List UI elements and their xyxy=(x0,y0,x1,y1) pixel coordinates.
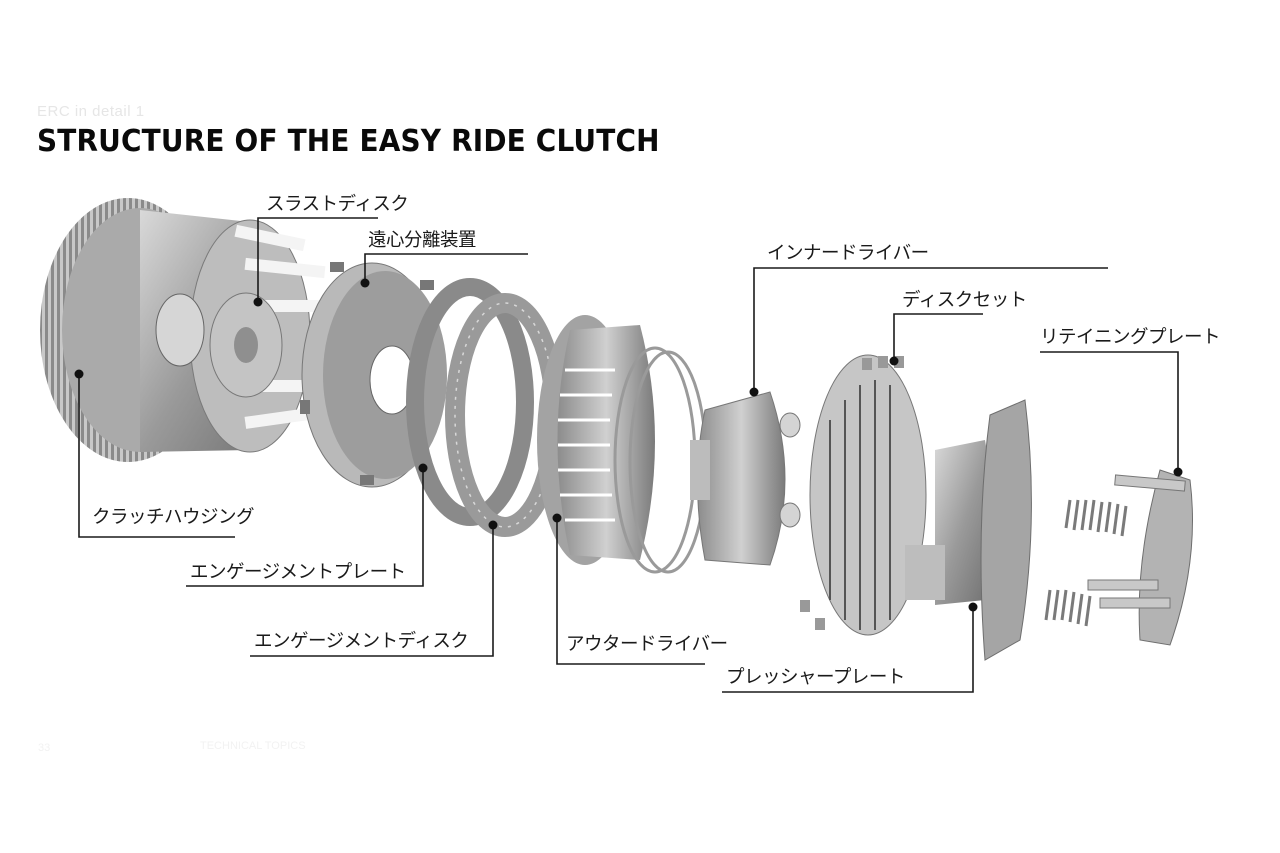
label-engagement-disc: エンゲージメントディスク xyxy=(254,631,469,652)
footer-ghost-text: TECHNICAL TOPICS xyxy=(200,740,306,752)
outer-driver-part xyxy=(537,315,708,574)
label-outer-driver: アウタードライバー xyxy=(566,634,728,655)
disc-set-part xyxy=(800,354,927,636)
label-disc-set: ディスクセット xyxy=(902,290,1027,311)
label-retaining-plate: リテイニングプレート xyxy=(1040,327,1221,348)
clutch-housing-part xyxy=(40,198,330,462)
label-centrifugal-separator: 遠心分離装置 xyxy=(368,230,477,251)
label-thrust-disc: スラストディスク xyxy=(266,194,409,215)
section-kicker: ERC in detail 1 xyxy=(37,103,145,120)
label-pressure-plate: プレッシャープレート xyxy=(726,667,905,688)
inner-driver-part xyxy=(690,391,801,566)
leader-lines xyxy=(78,217,1179,693)
retaining-plate-part xyxy=(1044,469,1193,646)
page-number: 33 xyxy=(38,742,51,754)
label-engagement-plate: エンゲージメントプレート xyxy=(190,562,406,583)
page-title: STRUCTURE OF THE EASY RIDE CLUTCH xyxy=(37,124,660,159)
label-inner-driver: インナードライバー xyxy=(767,243,929,264)
engagement-plate-part xyxy=(406,278,534,526)
leader-dots xyxy=(74,278,1183,612)
label-clutch-housing: クラッチハウジング xyxy=(92,507,255,528)
pressure-plate-part xyxy=(905,399,1032,661)
